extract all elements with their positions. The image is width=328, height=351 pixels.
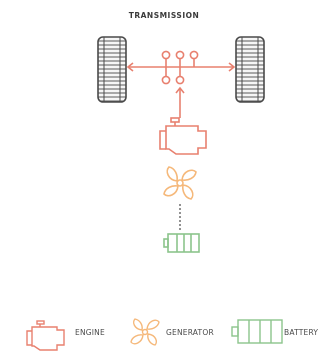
right-axle-arrow <box>199 62 236 72</box>
right-wheel-icon <box>235 36 265 103</box>
battery-icon <box>163 233 200 253</box>
legend-engine-label: ENGINE <box>75 328 105 337</box>
legend-battery-label: BATTERY <box>284 328 319 337</box>
gear-shift-icon <box>161 50 199 85</box>
diagram-title: TRANSMISSION <box>128 11 200 20</box>
generator-battery-connector <box>179 204 181 230</box>
left-wheel-icon <box>97 36 127 103</box>
legend-generator-label: GENERATOR <box>166 328 214 337</box>
engine-to-transmission-arrow <box>175 86 185 118</box>
generator-fan-icon <box>163 166 197 200</box>
left-axle-arrow <box>126 62 163 72</box>
legend-engine-icon <box>26 320 65 351</box>
legend-battery-icon <box>231 319 283 344</box>
legend-generator-icon <box>130 318 160 346</box>
engine-icon <box>159 117 207 155</box>
